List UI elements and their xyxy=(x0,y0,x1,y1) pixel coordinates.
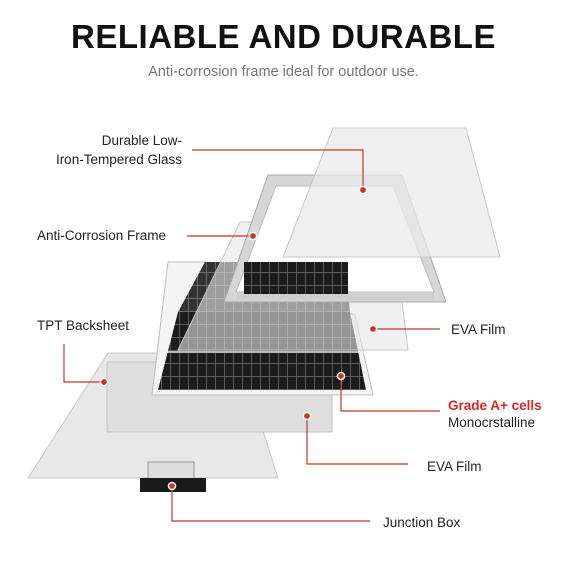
marker-frame xyxy=(248,231,258,241)
marker-eva-bottom xyxy=(302,411,312,421)
label-frame: Anti-Corrosion Frame xyxy=(37,228,167,243)
marker-junction xyxy=(167,481,177,491)
leader-cells xyxy=(340,376,440,412)
leader-eva-bottom xyxy=(306,416,408,465)
marker-dots xyxy=(99,185,378,491)
label-eva-top: EVA Film xyxy=(451,322,506,337)
label-cells-grade: Grade A+ cells xyxy=(448,398,542,413)
page-title: RELIABLE AND DURABLE xyxy=(71,18,496,55)
label-glass: Durable Low- Iron-Tempered Glass xyxy=(10,131,182,169)
leader-backsheet xyxy=(63,344,104,383)
label-glass-line1: Durable Low- xyxy=(101,133,182,148)
marker-backsheet xyxy=(99,377,109,387)
label-junction-box: Junction Box xyxy=(383,515,461,530)
page-subtitle: Anti-corrosion frame ideal for outdoor u… xyxy=(148,64,419,80)
label-backsheet: TPT Backsheet xyxy=(37,318,130,333)
leader-glass xyxy=(192,149,364,188)
leader-junction xyxy=(171,488,370,522)
marker-glass xyxy=(358,185,368,195)
label-glass-line2: Iron-Tempered Glass xyxy=(55,152,182,167)
leader-lines xyxy=(63,149,440,522)
label-cells-type: Monocrstalline xyxy=(448,415,536,430)
tempered-glass-layer xyxy=(282,127,501,258)
label-eva-bottom: EVA Film xyxy=(427,459,482,474)
marker-cells xyxy=(336,371,346,381)
marker-eva-top xyxy=(368,324,378,334)
